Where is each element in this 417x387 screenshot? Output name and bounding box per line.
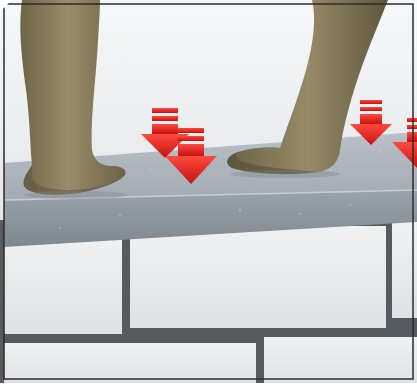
folded-corner [0, 0, 12, 12]
brick [264, 337, 417, 383]
brick [130, 226, 386, 328]
brick [4, 236, 122, 334]
brick-wall [0, 220, 417, 383]
brick [4, 343, 256, 383]
